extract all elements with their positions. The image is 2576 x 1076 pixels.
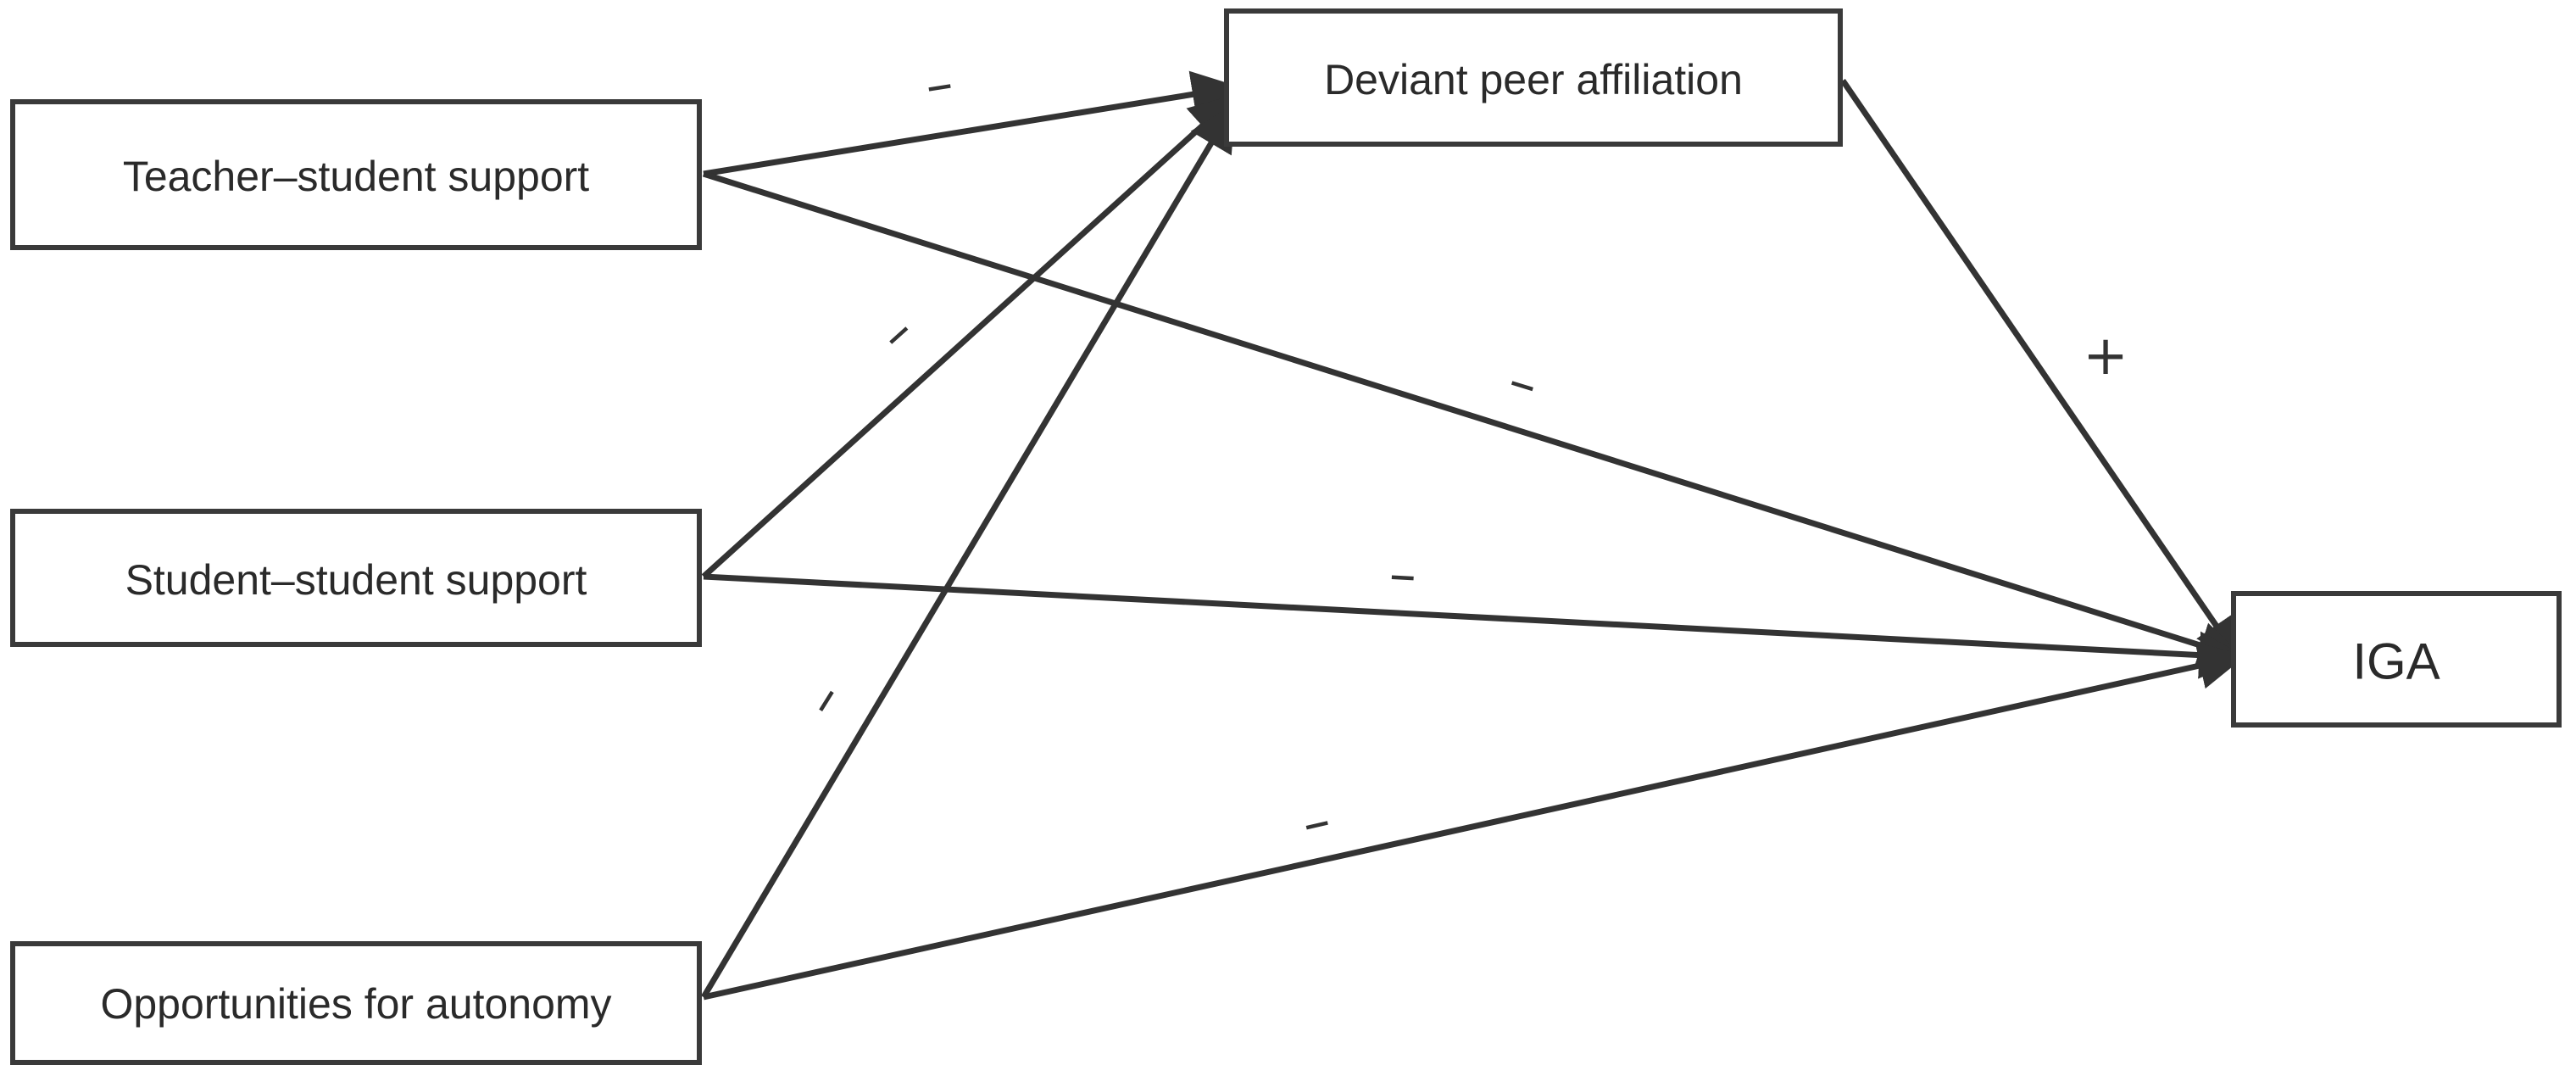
node-label-opportunities-for-autonomy: Opportunities for autonomy bbox=[100, 980, 611, 1028]
node-opportunities-for-autonomy: Opportunities for autonomy bbox=[10, 941, 702, 1065]
sign-teacher-to-iga: – bbox=[1501, 349, 1545, 417]
node-student-student-support: Student–student support bbox=[10, 509, 702, 647]
edge-autonomy-to-deviant bbox=[700, 102, 1236, 999]
edge-teacher-to-iga bbox=[702, 170, 2247, 669]
node-label-iga: IGA bbox=[2352, 633, 2440, 690]
sign-deviant-to-iga: + bbox=[2083, 325, 2128, 387]
edge-student-to-iga bbox=[703, 573, 2247, 679]
edge-deviant-to-iga bbox=[1840, 79, 2243, 665]
node-label-teacher-student-support: Teacher–student support bbox=[123, 153, 589, 200]
sign-teacher-to-deviant: – bbox=[921, 52, 957, 118]
edges bbox=[700, 70, 2247, 1001]
node-teacher-student-support: Teacher–student support bbox=[10, 99, 702, 250]
sign-student-to-deviant: – bbox=[865, 301, 927, 365]
sign-autonomy-to-iga: – bbox=[1296, 789, 1337, 856]
node-label-student-student-support: Student–student support bbox=[125, 556, 587, 604]
node-iga: IGA bbox=[2231, 591, 2562, 728]
node-label-deviant-peer-affiliation: Deviant peer affiliation bbox=[1324, 56, 1743, 103]
node-deviant-peer-affiliation: Deviant peer affiliation bbox=[1224, 8, 1843, 147]
sign-autonomy-to-deviant: – bbox=[790, 672, 858, 728]
edge-teacher-to-deviant bbox=[703, 70, 1240, 177]
edge-signs: – – – + – – – bbox=[790, 52, 2128, 856]
sign-student-to-iga: – bbox=[1388, 543, 1418, 607]
edge-autonomy-to-iga bbox=[703, 642, 2247, 1001]
edge-student-to-deviant bbox=[701, 93, 1238, 579]
